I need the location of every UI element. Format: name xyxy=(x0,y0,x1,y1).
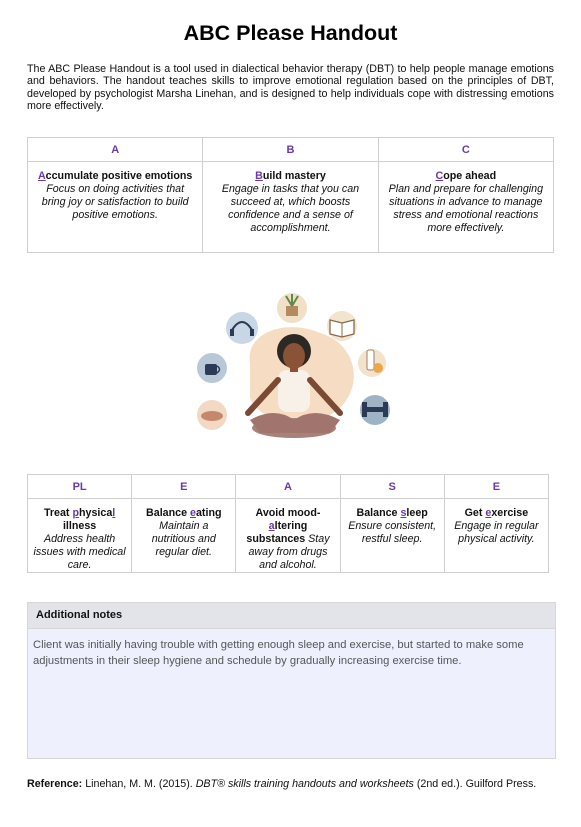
please-heading-s: Balance sleep xyxy=(356,507,428,519)
abc-cell-c: Cope ahead Plan and prepare for challeng… xyxy=(377,161,555,253)
abc-desc-c: Plan and prepare for challenging situati… xyxy=(388,183,544,234)
reference-authors: Linehan, M. M. (2015). xyxy=(82,778,196,790)
please-cell-e2: Get exercise Engage in regular physical … xyxy=(443,498,550,573)
please-heading-pl: Treat physical illness xyxy=(43,507,116,532)
please-header-a: A xyxy=(235,474,341,499)
plant-icon xyxy=(277,293,307,323)
abc-header-a: A xyxy=(26,137,204,162)
additional-notes-heading: Additional notes xyxy=(28,603,555,629)
reference-label: Reference: xyxy=(27,778,83,790)
reference: Reference: Linehan, M. M. (2015). DBT® s… xyxy=(27,778,554,791)
abc-desc-a: Focus on doing activities that bring joy… xyxy=(41,183,189,221)
additional-notes-box: Additional notes Client was initially ha… xyxy=(27,602,556,759)
please-heading-e1: Balance eating xyxy=(146,507,222,519)
please-header-pl: PL xyxy=(26,474,133,499)
please-desc-e2: Engage in regular physical activity. xyxy=(454,520,539,545)
abc-header-b: B xyxy=(202,137,379,162)
abc-cell-b: Build mastery Engage in tasks that you c… xyxy=(202,161,379,253)
please-cell-s: Balance sleep Ensure consistent, restful… xyxy=(339,498,445,573)
intro-paragraph: The ABC Please Handout is a tool used in… xyxy=(27,63,554,112)
please-desc-e1: Maintain a nutritious and regular diet. xyxy=(151,520,216,558)
headphones-icon xyxy=(226,312,258,344)
reference-rest: (2nd ed.). Guilford Press. xyxy=(413,778,537,790)
abc-cell-a: Accumulate positive emotions Focus on do… xyxy=(26,161,204,253)
drink-bottle-icon xyxy=(358,349,386,377)
book-icon xyxy=(327,311,357,341)
page-title: ABC Please Handout xyxy=(183,21,398,45)
please-cell-a: Avoid mood-altering substances Stay away… xyxy=(235,498,341,573)
please-desc-a: Stay away from drugs and alcohol. xyxy=(248,533,330,571)
please-header-s: S xyxy=(339,474,445,499)
abc-heading-c: Cope ahead xyxy=(435,170,497,182)
reference-work: DBT® skills training handouts and worksh… xyxy=(195,778,414,790)
abc-table: A B C Accumulate positive emotions Focus… xyxy=(26,137,555,253)
please-heading-a: Avoid mood-altering substances xyxy=(246,507,321,545)
coffee-cup-icon xyxy=(197,353,227,383)
abc-desc-b: Engage in tasks that you can succeed at,… xyxy=(221,183,360,234)
additional-notes-text[interactable]: Client was initially having trouble with… xyxy=(33,639,524,667)
sleep-mask-icon xyxy=(197,400,227,430)
please-cell-e1: Balance eating Maintain a nutritious and… xyxy=(131,498,237,573)
meditation-illustration xyxy=(197,293,390,438)
please-desc-s: Ensure consistent, restful sleep. xyxy=(348,520,437,545)
please-header-e2: E xyxy=(443,474,550,499)
please-table: PL E A S E Treat physical illness Addres… xyxy=(26,474,550,573)
abc-heading-b: Build mastery xyxy=(255,170,326,182)
abc-header-c: C xyxy=(377,137,555,162)
meditating-person-icon xyxy=(245,334,343,438)
please-cell-pl: Treat physical illness Address health is… xyxy=(26,498,133,573)
please-header-e1: E xyxy=(131,474,237,499)
please-desc-pl: Address health issues with medical care. xyxy=(33,533,126,571)
dumbbell-icon xyxy=(360,395,390,425)
please-heading-e2: Get exercise xyxy=(464,507,529,519)
abc-heading-a: Accumulate positive emotions xyxy=(37,170,193,182)
